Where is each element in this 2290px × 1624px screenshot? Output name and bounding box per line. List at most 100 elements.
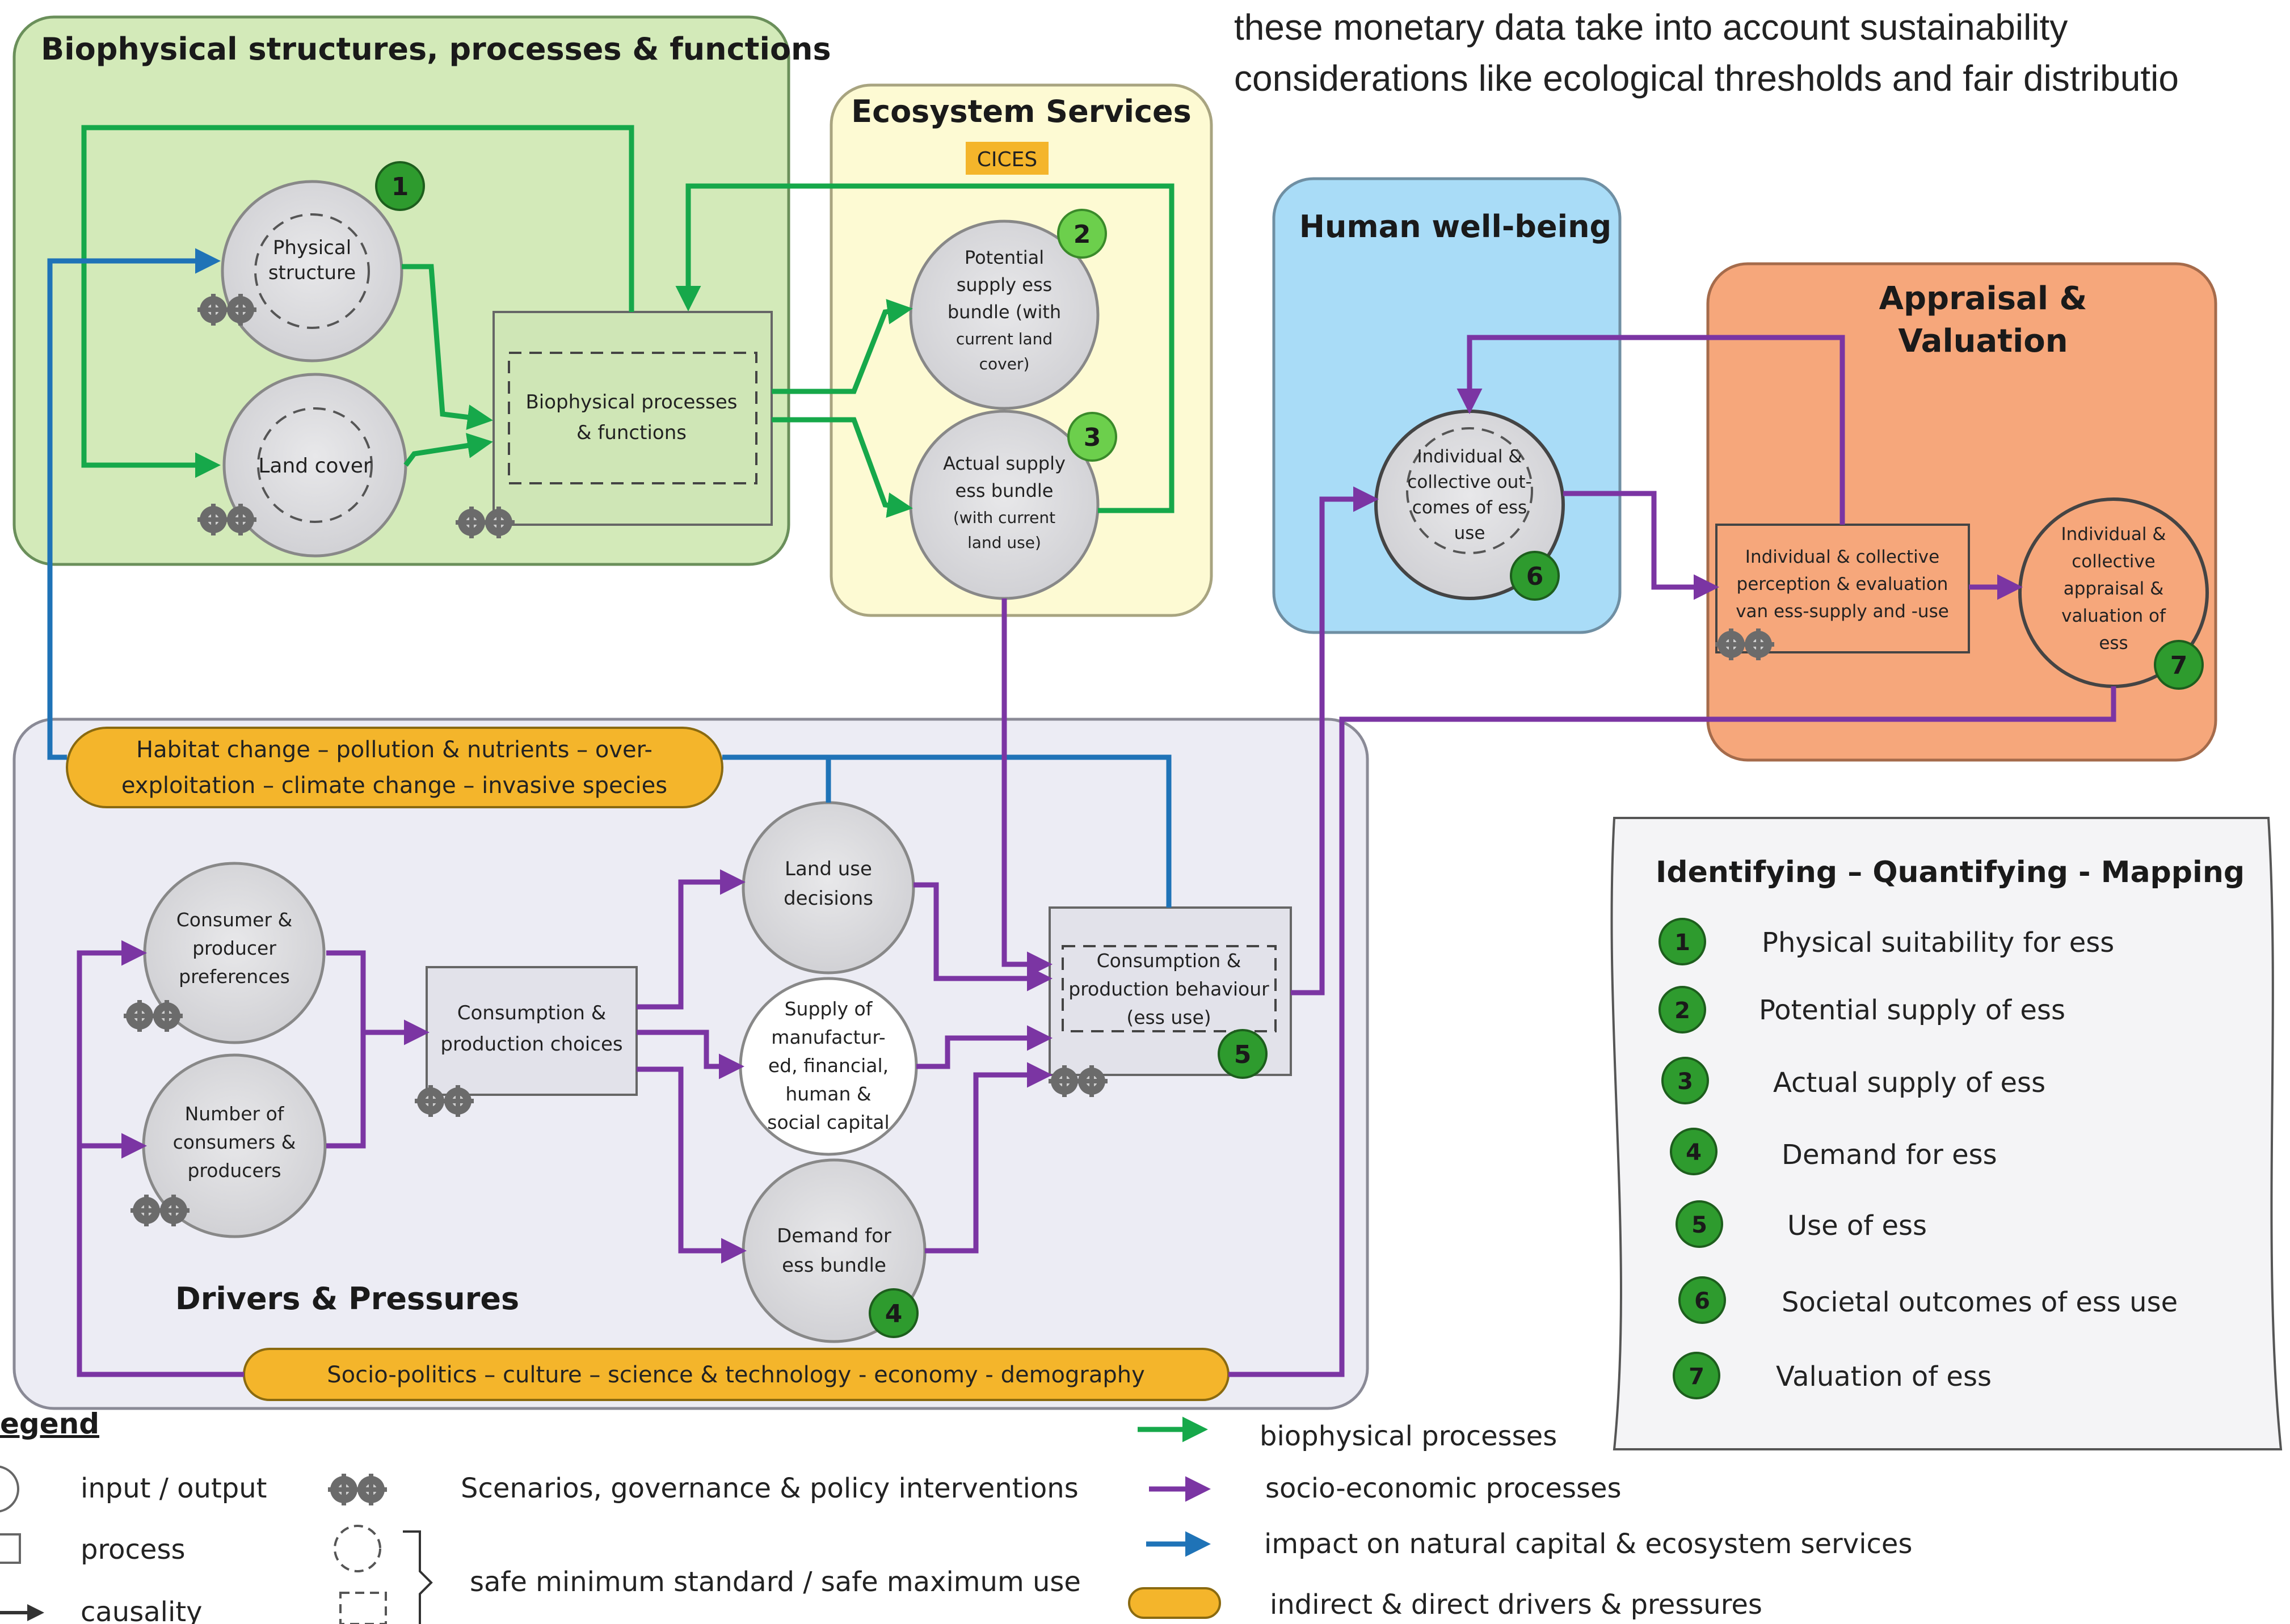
actual-line-1: Actual supply bbox=[943, 453, 1066, 474]
marker-6-label: 6 bbox=[1526, 562, 1544, 591]
outcomes-line-4: use bbox=[1454, 523, 1485, 543]
marker-7 bbox=[2154, 640, 2204, 690]
capital-line-5: social capital bbox=[767, 1111, 889, 1133]
drivers-pressures-panel bbox=[12, 718, 1369, 1410]
marker-2 bbox=[1057, 209, 1107, 259]
marker-1 bbox=[375, 161, 425, 211]
number-badge bbox=[1661, 1057, 1709, 1104]
demand-line-2: ess bundle bbox=[782, 1254, 886, 1277]
preferences-line-2: producer bbox=[192, 937, 276, 959]
caption-line-1: these monetary data take into account su… bbox=[1234, 7, 2068, 48]
legend-input-output-symbol bbox=[0, 1465, 19, 1513]
marker-1-label: 1 bbox=[392, 172, 409, 201]
safe-standard-ring bbox=[254, 213, 370, 329]
safe-maximum-box bbox=[508, 352, 757, 484]
outcomes-line-3: comes of ess bbox=[1412, 497, 1527, 518]
behaviour-line-2: production behaviour bbox=[1068, 978, 1269, 1000]
pressures-pill bbox=[66, 727, 723, 808]
behaviour-line-1: Consumption & bbox=[1097, 950, 1241, 972]
physical-structure-line-1: Physical bbox=[273, 237, 351, 259]
identifying-item: 1 Physical suitability for ess bbox=[1658, 918, 2114, 965]
number-badge bbox=[1658, 918, 1706, 965]
identifying-item-label: Physical suitability for ess bbox=[1762, 927, 2114, 959]
biophysical-arrows bbox=[81, 125, 1175, 518]
number-badge-label: 1 bbox=[1674, 930, 1690, 956]
outcomes-line-2: collective out- bbox=[1407, 472, 1531, 492]
potential-line-1: Potential bbox=[965, 247, 1044, 268]
identifying-item: 4 Demand for ess bbox=[1670, 1128, 1997, 1175]
valuation-line-1: Individual & bbox=[2061, 524, 2166, 545]
legend-input-output: input / output bbox=[81, 1473, 267, 1504]
consumers-line-3: producers bbox=[187, 1159, 281, 1182]
marker-2-label: 2 bbox=[1074, 220, 1091, 249]
identifying-item: 7 Valuation of ess bbox=[1673, 1352, 1992, 1399]
pressures-line-1: Habitat change – pollution & nutrients –… bbox=[136, 737, 653, 763]
socio-economic-arrows bbox=[77, 335, 2116, 1377]
gear-pair-icon bbox=[328, 1474, 387, 1505]
preferences-line-1: Consumer & bbox=[176, 909, 293, 931]
marker-4-label: 4 bbox=[885, 1300, 903, 1328]
identifying-item-label: Demand for ess bbox=[1782, 1139, 1997, 1171]
number-badge bbox=[1670, 1128, 1718, 1175]
valuation-line-4: valuation of bbox=[2061, 606, 2166, 626]
potential-line-2: supply ess bbox=[957, 274, 1053, 296]
cices-badge bbox=[966, 142, 1049, 175]
identifying-item: 3 Actual supply of ess bbox=[1661, 1057, 2045, 1104]
number-badge-label: 3 bbox=[1677, 1069, 1693, 1095]
safe-standard-ring bbox=[257, 407, 373, 523]
marker-3-label: 3 bbox=[1084, 423, 1101, 452]
valuation-line-2: collective bbox=[2072, 551, 2156, 572]
legend-safe: safe minimum standard / safe maximum use bbox=[470, 1566, 1081, 1598]
safe-maximum-box bbox=[1062, 945, 1277, 1032]
land-use-line-2: decisions bbox=[784, 887, 873, 910]
number-badge-label: 4 bbox=[1686, 1140, 1702, 1166]
identifying-list: 1 Physical suitability for ess 2 Potenti… bbox=[1658, 918, 2178, 1399]
legend-causality: causality bbox=[81, 1596, 203, 1624]
marker-4 bbox=[869, 1288, 919, 1338]
number-badge-label: 5 bbox=[1691, 1212, 1707, 1238]
valuation-line-5: ess bbox=[2099, 633, 2128, 653]
identifying-item: 2 Potential supply of ess bbox=[1658, 986, 2065, 1034]
identifying-item-label: Actual supply of ess bbox=[1773, 1067, 2045, 1099]
consumers-line-2: consumers & bbox=[173, 1131, 296, 1153]
choices-line-2: production choices bbox=[440, 1033, 622, 1056]
socio-label: Socio-politics – culture – science & tec… bbox=[327, 1362, 1145, 1388]
perception-line-2: perception & evaluation bbox=[1737, 574, 1948, 594]
identifying-item-label: Potential supply of ess bbox=[1759, 994, 2065, 1026]
number-badge bbox=[1658, 986, 1706, 1034]
identifying-item: 5 Use of ess bbox=[1676, 1200, 1927, 1248]
safe-standard-ring bbox=[1406, 427, 1533, 554]
legend-scenarios: Scenarios, governance & policy intervent… bbox=[461, 1473, 1079, 1504]
number-badge-label: 7 bbox=[1689, 1364, 1704, 1390]
capital-line-1: Supply of bbox=[785, 998, 873, 1020]
valuation-line-3: appraisal & bbox=[2064, 579, 2164, 599]
physical-structure-node bbox=[221, 180, 403, 362]
land-cover-label: Land cover bbox=[258, 454, 372, 478]
capital-line-4: human & bbox=[785, 1083, 871, 1105]
legend-title: egend bbox=[0, 1407, 99, 1440]
cices-badge-label: CICES bbox=[977, 148, 1038, 171]
biophysical-processes-box bbox=[492, 311, 773, 526]
human-wellbeing-title: Human well-being bbox=[1299, 209, 1611, 244]
marker-3 bbox=[1067, 412, 1117, 462]
number-badge-label: 6 bbox=[1694, 1288, 1710, 1314]
identifying-item-label: Societal outcomes of ess use bbox=[1782, 1286, 2178, 1318]
biophysical-processes-line-1: Biophysical processes bbox=[525, 391, 737, 414]
marker-7-label: 7 bbox=[2170, 651, 2188, 680]
number-badge bbox=[1676, 1200, 1723, 1248]
potential-line-3: bundle (with bbox=[948, 301, 1061, 323]
legend-safe-box-symbol bbox=[339, 1592, 387, 1624]
caption-line-2: considerations like ecological threshold… bbox=[1234, 58, 2179, 99]
number-badge bbox=[1673, 1352, 1720, 1399]
identifying-item-label: Use of ess bbox=[1787, 1210, 1927, 1242]
impact-arrows bbox=[47, 248, 1172, 908]
legend-bio: biophysical processes bbox=[1260, 1420, 1557, 1452]
biophysical-title: Biophysical structures, processes & func… bbox=[41, 31, 831, 67]
physical-structure-line-2: structure bbox=[268, 261, 356, 284]
identifying-item-label: Valuation of ess bbox=[1776, 1361, 1992, 1393]
number-badge bbox=[1678, 1276, 1726, 1324]
actual-line-4: land use) bbox=[967, 533, 1041, 552]
legend-driver-pill-symbol bbox=[1128, 1587, 1221, 1619]
choices-box bbox=[426, 966, 638, 1096]
legend-socio: socio-economic processes bbox=[1265, 1473, 1622, 1504]
